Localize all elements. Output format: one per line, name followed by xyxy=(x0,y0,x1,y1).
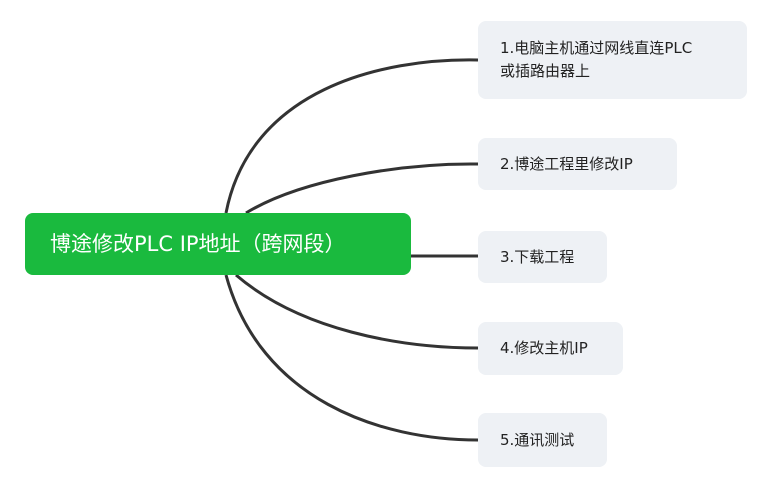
step-5-node[interactable]: 5.通讯测试 xyxy=(478,413,607,467)
step-1-node[interactable]: 1.电脑主机通过网线直连PLC 或插路由器上 xyxy=(478,21,747,99)
connector-to-step-5 xyxy=(224,274,479,442)
step-3-label: 3.下载工程 xyxy=(500,247,575,266)
step-3-node[interactable]: 3.下载工程 xyxy=(478,231,607,283)
connector-to-step-4 xyxy=(235,273,479,350)
root-topic[interactable]: 博途修改PLC IP地址（跨网段） xyxy=(25,213,411,275)
step-4-node[interactable]: 4.修改主机IP xyxy=(478,322,623,375)
step-1-label: 1.电脑主机通过网线直连PLC 或插路由器上 xyxy=(500,39,693,80)
step-5-label: 5.通讯测试 xyxy=(500,430,575,449)
connector-to-step-1 xyxy=(224,58,479,214)
connector-to-step-2 xyxy=(245,162,479,215)
step-2-label: 2.博途工程里修改IP xyxy=(500,154,633,173)
step-4-label: 4.修改主机IP xyxy=(500,339,588,357)
step-2-node[interactable]: 2.博途工程里修改IP xyxy=(478,138,677,190)
